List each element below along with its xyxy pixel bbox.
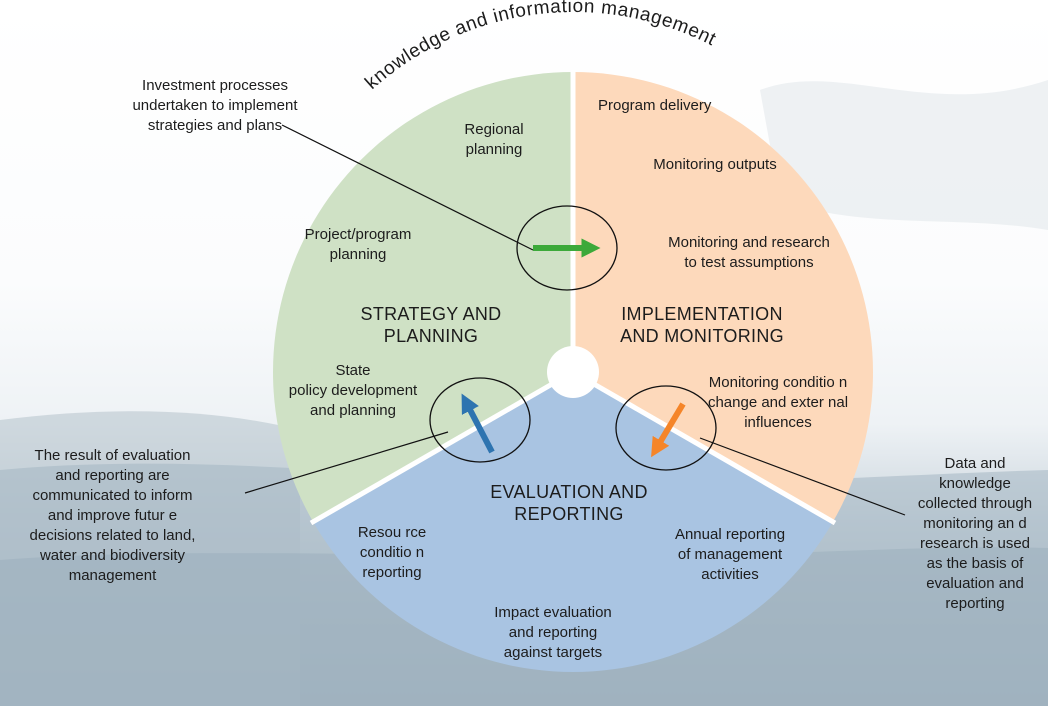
sector-title-strategy: STRATEGY AND PLANNING: [360, 304, 502, 346]
sector-title-evaluation: EVALUATION AND REPORTING: [490, 482, 648, 524]
item-monitoring-research: Monitoring and research to test assumpti…: [668, 234, 830, 271]
sector-title-implementation: IMPLEMENTATION AND MONITORING: [620, 304, 784, 346]
callout-investment: Investment processes undertaken to imple…: [132, 77, 298, 134]
blue-arrow-icon: [461, 393, 495, 454]
orange-arrow-icon: [651, 402, 686, 458]
leader-data: [699, 437, 906, 516]
item-monitoring-condition: Monitoring conditio n change and exter n…: [707, 374, 849, 431]
hub: [547, 346, 599, 398]
item-program-delivery: Program delivery: [598, 97, 712, 114]
transition-circle-left: [429, 377, 531, 463]
item-monitoring-outputs: Monitoring outputs: [653, 156, 777, 173]
cloud: [760, 80, 1048, 230]
item-impact-evaluation: Impact evaluation and reporting against …: [494, 604, 612, 661]
item-regional-planning: Regional planning: [464, 121, 524, 158]
leader-result: [244, 431, 449, 494]
sector-evaluation: [313, 372, 833, 672]
separator-right: [571, 369, 837, 526]
callout-data: Data and knowledge collected through mon…: [917, 455, 1033, 612]
leader-investment: [281, 124, 534, 251]
callout-result: The result of evaluation and reporting a…: [29, 447, 196, 584]
transition-circle-right: [615, 385, 717, 471]
item-state-policy: State policy development and planning: [288, 362, 418, 419]
transition-circle-top: [516, 205, 618, 291]
item-project-program-planning: Project/program planning: [304, 226, 412, 263]
item-resource-condition: Resou rce conditio n reporting: [357, 524, 427, 581]
sector-strategy: [273, 72, 573, 522]
item-annual-reporting: Annual reporting of management activitie…: [674, 526, 786, 583]
sector-implementation: [573, 72, 873, 522]
